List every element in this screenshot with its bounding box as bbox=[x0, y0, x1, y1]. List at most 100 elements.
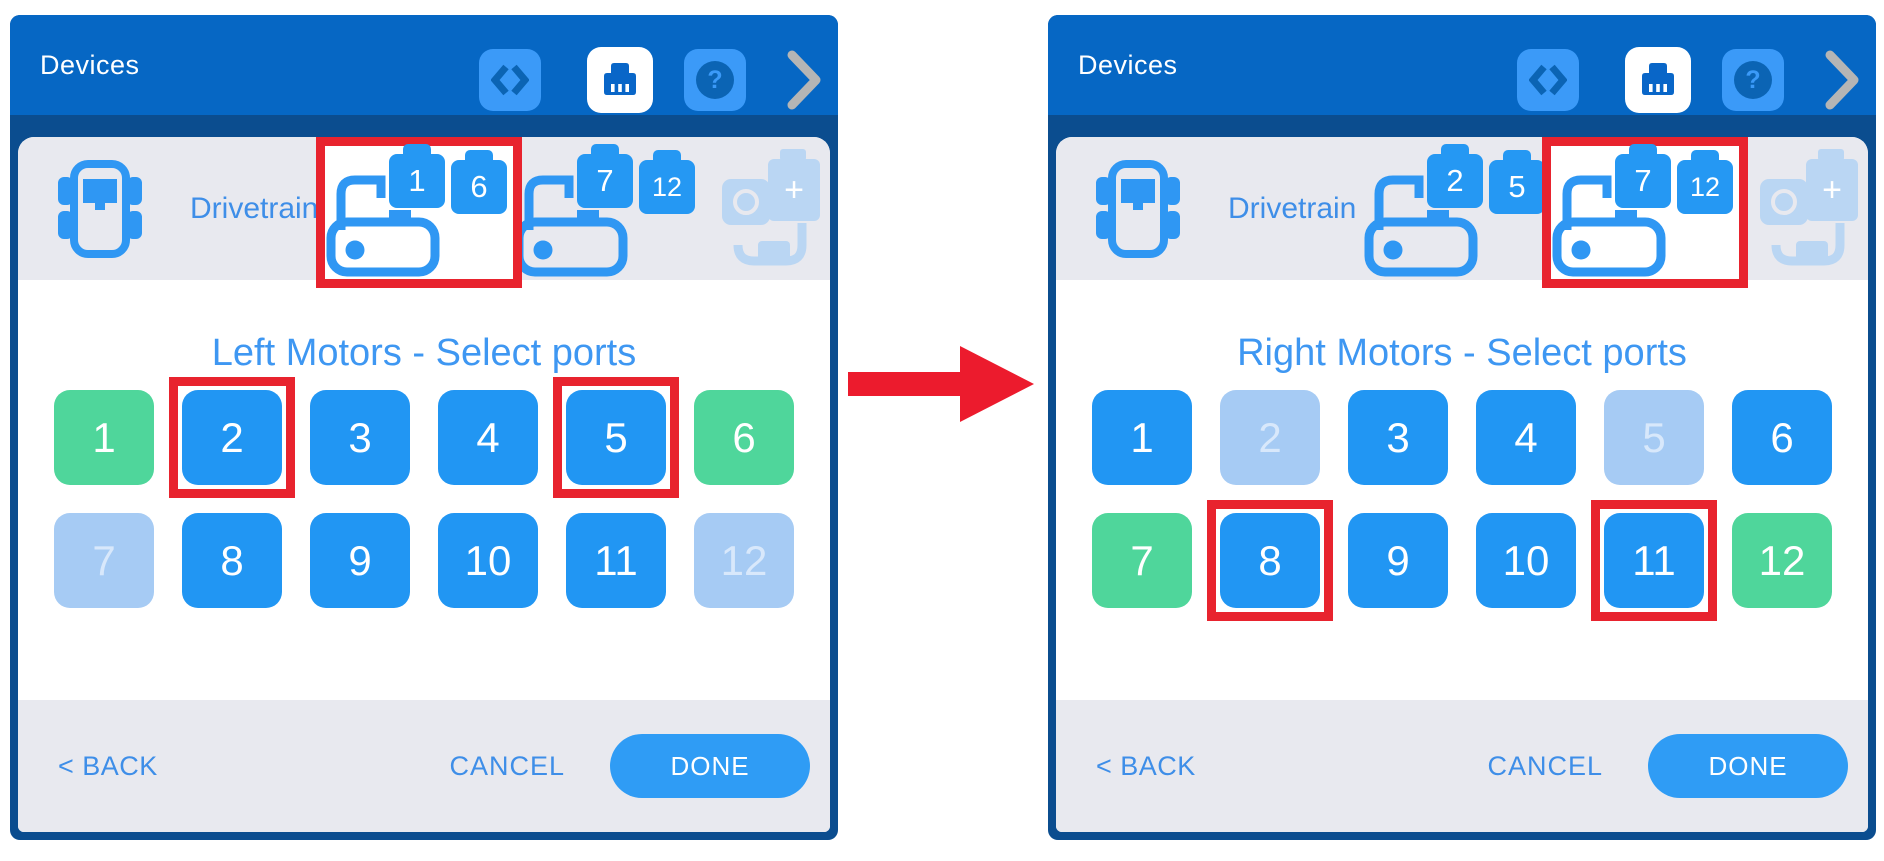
port-11-button[interactable]: 11 bbox=[566, 513, 666, 608]
panel-header: Devices ? bbox=[1048, 15, 1876, 115]
port-cell: 8 bbox=[1207, 500, 1333, 621]
help-icon[interactable]: ? bbox=[684, 49, 746, 111]
code-icon[interactable] bbox=[1517, 49, 1579, 111]
port-5-button[interactable]: 5 bbox=[1604, 390, 1704, 485]
port-cell: 2 bbox=[169, 377, 295, 498]
port-7-button[interactable]: 7 bbox=[1092, 513, 1192, 608]
port-4-button[interactable]: 4 bbox=[1476, 390, 1576, 485]
motor-icon bbox=[1364, 175, 1478, 277]
port-cell: 1 bbox=[54, 390, 154, 485]
port-cell: 7 bbox=[1092, 513, 1192, 608]
port-cell: 11 bbox=[1591, 500, 1717, 621]
port-10-button[interactable]: 10 bbox=[438, 513, 538, 608]
motor-port-badge: 5 bbox=[1489, 150, 1545, 214]
motor-port-badge: 6 bbox=[451, 150, 507, 214]
port-3-button[interactable]: 3 bbox=[1348, 390, 1448, 485]
port-7-button[interactable]: 7 bbox=[54, 513, 154, 608]
port-cell: 3 bbox=[310, 390, 410, 485]
drivetrain-label: Drivetrain bbox=[190, 192, 319, 225]
svg-text:+: + bbox=[1822, 171, 1842, 209]
code-icon[interactable] bbox=[479, 49, 541, 111]
footer-bar: < BACK CANCEL DONE bbox=[18, 700, 830, 832]
port-9-button[interactable]: 9 bbox=[1348, 513, 1448, 608]
svg-text:+: + bbox=[784, 171, 804, 209]
device-brain-icon[interactable] bbox=[587, 47, 653, 113]
port-8-button[interactable]: 8 bbox=[1220, 513, 1320, 608]
motor-port-badge: 12 bbox=[1677, 150, 1733, 214]
motor-port-badge: 2 bbox=[1427, 144, 1483, 208]
port-10-button[interactable]: 10 bbox=[1476, 513, 1576, 608]
motor-port-badge: 12 bbox=[639, 150, 695, 214]
add-device-gyro-icon: + bbox=[1760, 149, 1858, 266]
port-cell: 10 bbox=[438, 513, 538, 608]
page-title: Devices bbox=[40, 50, 140, 80]
add-device-gyro-icon: + bbox=[722, 149, 820, 266]
cancel-button[interactable]: CANCEL bbox=[1487, 750, 1603, 781]
footer-bar: < BACK CANCEL DONE bbox=[1056, 700, 1868, 832]
port-6-button[interactable]: 6 bbox=[694, 390, 794, 485]
help-icon[interactable]: ? bbox=[1722, 49, 1784, 111]
device-brain-icon[interactable] bbox=[1625, 47, 1691, 113]
motor-port-badge: 7 bbox=[1615, 144, 1671, 208]
port-cell: 9 bbox=[310, 513, 410, 608]
port-cell: 10 bbox=[1476, 513, 1576, 608]
question-circle: ? bbox=[1734, 61, 1772, 99]
port-1-button[interactable]: 1 bbox=[54, 390, 154, 485]
port-cell: 5 bbox=[553, 377, 679, 498]
port-cell: 8 bbox=[182, 513, 282, 608]
port-cell: 5 bbox=[1604, 390, 1704, 485]
devices-panel-left: Devices ? bbox=[10, 15, 838, 840]
port-5-button[interactable]: 5 bbox=[566, 390, 666, 485]
port-2-button[interactable]: 2 bbox=[182, 390, 282, 485]
back-button[interactable]: < BACK bbox=[1096, 750, 1196, 781]
port-cell: 4 bbox=[438, 390, 538, 485]
red-arrow bbox=[848, 346, 1034, 422]
port-6-button[interactable]: 6 bbox=[1732, 390, 1832, 485]
motor-icon bbox=[1552, 175, 1666, 277]
done-button[interactable]: DONE bbox=[1648, 734, 1848, 798]
port-cell: 2 bbox=[1220, 390, 1320, 485]
page-subtitle: Left Motors - Select ports bbox=[211, 332, 637, 374]
port-3-button[interactable]: 3 bbox=[310, 390, 410, 485]
motor-port-badge: 7 bbox=[577, 144, 633, 208]
port-cell: 12 bbox=[694, 513, 794, 608]
port-11-button[interactable]: 11 bbox=[1604, 513, 1704, 608]
port-cell: 11 bbox=[566, 513, 666, 608]
port-cell: 6 bbox=[1732, 390, 1832, 485]
question-circle: ? bbox=[696, 61, 734, 99]
port-12-button[interactable]: 12 bbox=[694, 513, 794, 608]
panel-header: Devices ? bbox=[10, 15, 838, 115]
chevron-right-icon[interactable] bbox=[1822, 49, 1862, 111]
port-cell: 4 bbox=[1476, 390, 1576, 485]
port-cell: 1 bbox=[1092, 390, 1192, 485]
port-2-button[interactable]: 2 bbox=[1220, 390, 1320, 485]
motor-icon bbox=[326, 175, 440, 277]
drivetrain-label: Drivetrain bbox=[1228, 192, 1357, 225]
port-12-button[interactable]: 12 bbox=[1732, 513, 1832, 608]
port-4-button[interactable]: 4 bbox=[438, 390, 538, 485]
port-8-button[interactable]: 8 bbox=[182, 513, 282, 608]
port-cell: 7 bbox=[54, 513, 154, 608]
port-cell: 6 bbox=[694, 390, 794, 485]
back-button[interactable]: < BACK bbox=[58, 750, 158, 781]
motor-port-badge: 1 bbox=[389, 144, 445, 208]
port-cell: 9 bbox=[1348, 513, 1448, 608]
drivetrain-icon bbox=[58, 160, 142, 258]
chevron-right-icon[interactable] bbox=[784, 49, 824, 111]
done-button[interactable]: DONE bbox=[610, 734, 810, 798]
cancel-button[interactable]: CANCEL bbox=[449, 750, 565, 781]
port-1-button[interactable]: 1 bbox=[1092, 390, 1192, 485]
port-9-button[interactable]: 9 bbox=[310, 513, 410, 608]
drivetrain-icon bbox=[1096, 160, 1180, 258]
page-title: Devices bbox=[1078, 50, 1178, 80]
